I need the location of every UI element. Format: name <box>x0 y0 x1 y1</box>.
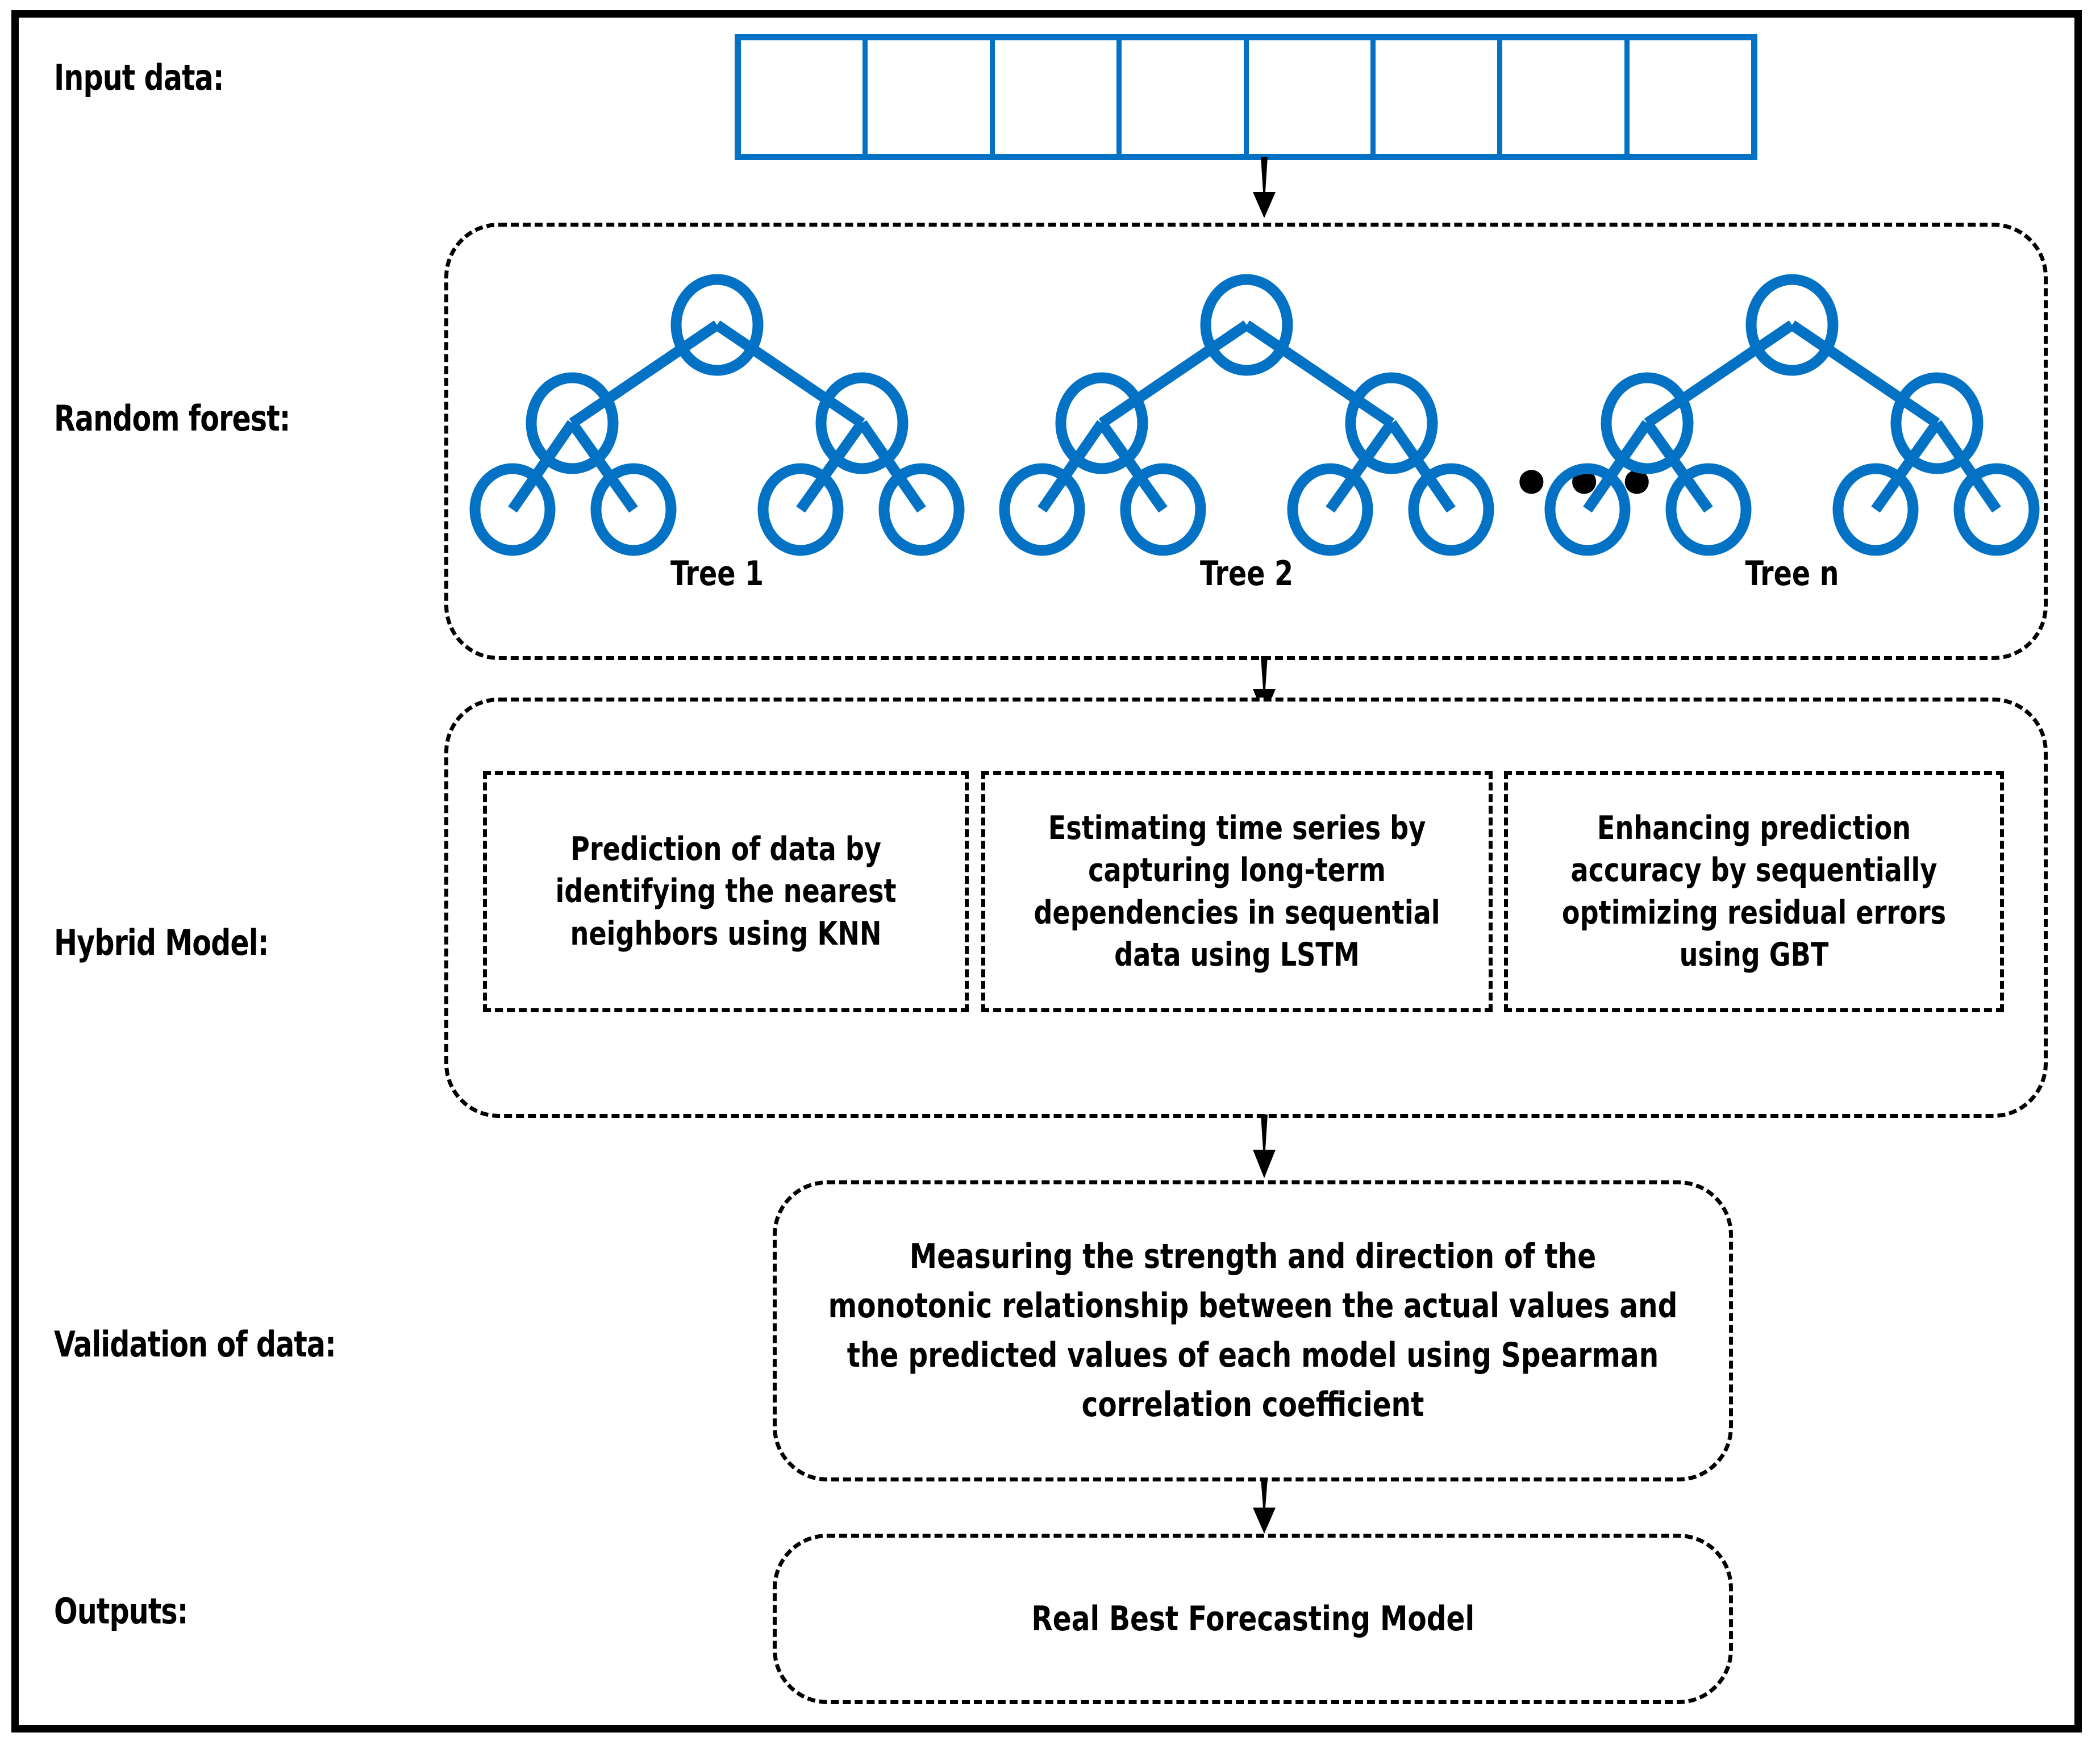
arrow-hybrid-to-validation <box>1253 1114 1276 1178</box>
tree-graphic <box>1544 274 2040 556</box>
tree-graphic <box>469 274 965 556</box>
input-data-cell[interactable] <box>741 40 868 154</box>
input-data-cell[interactable] <box>1630 40 1751 154</box>
row-label-outputs: Outputs: <box>54 1590 188 1632</box>
row-label-validation-of-data: Validation of data: <box>54 1324 336 1365</box>
input-data-cell[interactable] <box>995 40 1122 154</box>
input-data-row <box>735 34 1757 160</box>
hybrid-model-container: Prediction of data by identifying the ne… <box>444 698 2048 1118</box>
tree-graphic <box>999 274 1494 556</box>
hybrid-box-lstm-text: Estimating time series by capturing long… <box>1034 809 1440 974</box>
row-label-hybrid-model: Hybrid Model: <box>54 922 269 963</box>
row-label-random-forest: Random forest: <box>54 398 290 439</box>
input-data-cell[interactable] <box>868 40 995 154</box>
tree-n: Tree n <box>1544 274 2040 594</box>
outputs-box: Real Best Forecasting Model <box>773 1534 1733 1704</box>
tree-1: Tree 1 <box>469 274 965 594</box>
tree-1-label: Tree 1 <box>670 554 764 594</box>
input-data-cell[interactable] <box>1502 40 1630 154</box>
tree-2: Tree 2 <box>999 274 1494 594</box>
hybrid-box-knn: Prediction of data by identifying the ne… <box>483 771 969 1012</box>
outputs-box-text: Real Best Forecasting Model <box>1031 1599 1474 1639</box>
arrow-validation-to-outputs <box>1253 1478 1276 1534</box>
arrow-input-to-forest <box>1253 157 1276 218</box>
input-data-cell[interactable] <box>1249 40 1376 154</box>
tree-2-label: Tree 2 <box>1199 554 1294 594</box>
tree-n-label: Tree n <box>1745 554 1839 594</box>
input-data-cell[interactable] <box>1122 40 1249 154</box>
validation-box-text: Measuring the strength and direction of … <box>828 1237 1678 1425</box>
row-label-input-data: Input data: <box>54 57 224 98</box>
hybrid-box-knn-text: Prediction of data by identifying the ne… <box>555 830 897 953</box>
validation-box: Measuring the strength and direction of … <box>773 1180 1733 1481</box>
input-data-cell[interactable] <box>1376 40 1503 154</box>
hybrid-box-lstm: Estimating time series by capturing long… <box>981 771 1493 1012</box>
hybrid-box-gbt-text: Enhancing prediction accuracy by sequent… <box>1561 809 1947 974</box>
random-forest-container: Tree 1 <box>444 223 2048 660</box>
hybrid-box-gbt: Enhancing prediction accuracy by sequent… <box>1504 771 2004 1012</box>
